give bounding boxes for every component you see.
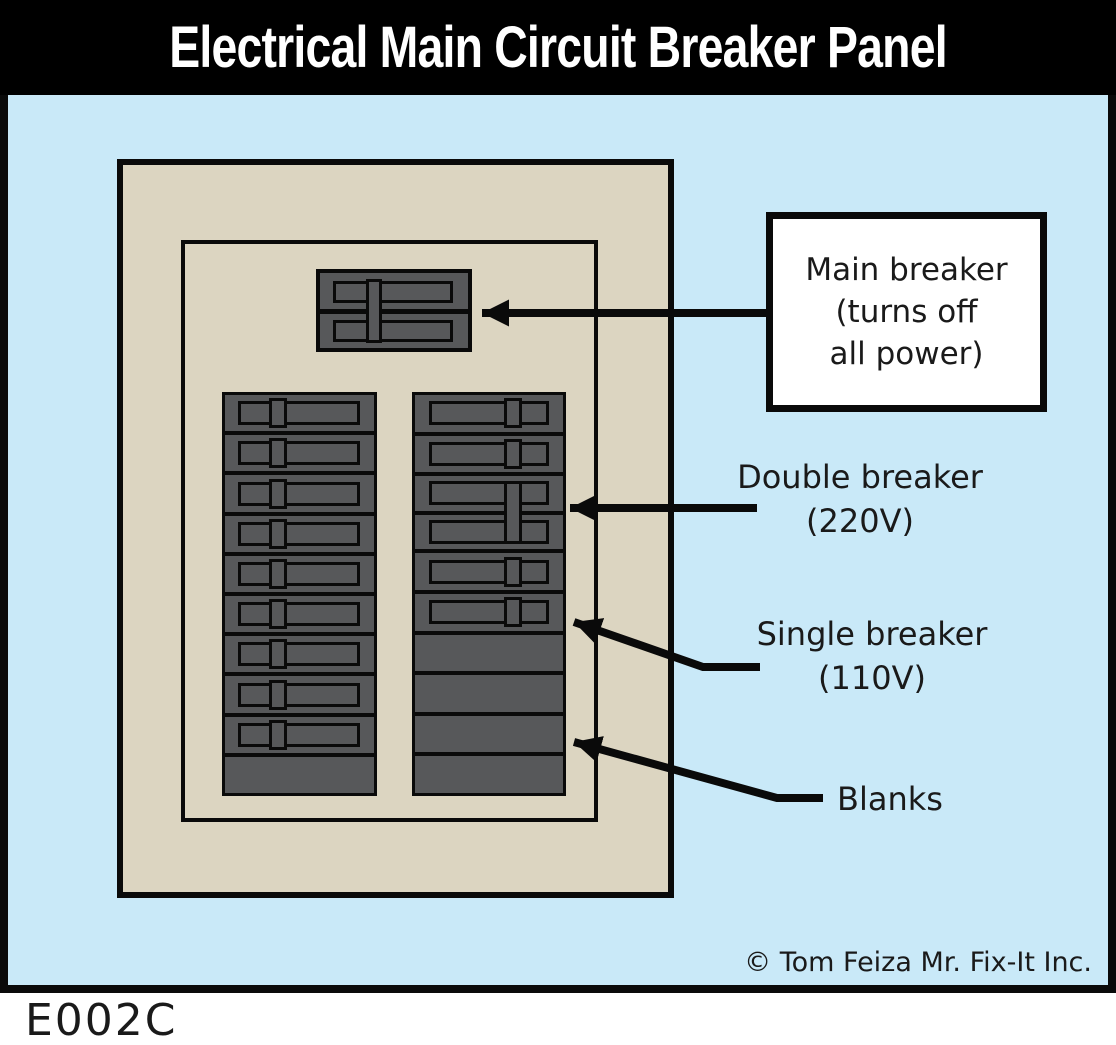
single-breaker [225,632,374,673]
breaker-column-left [222,392,377,796]
single-breaker [415,431,563,473]
footer: E002C [0,993,1116,1045]
callout-line: Single breaker [756,615,988,653]
single-breaker [415,549,563,590]
breaker-slot [238,441,360,466]
main-breaker-toggle [366,279,382,343]
single-breaker [225,592,374,633]
breaker-toggle [504,398,522,429]
breaker-slot [429,441,549,466]
breaker-slot [238,561,360,586]
breaker-toggle [504,438,522,469]
breaker-toggle [269,518,287,549]
breaker-toggle [269,719,287,750]
single-breaker [225,431,374,472]
breaker-toggle [269,398,287,429]
breaker-toggle [504,556,522,587]
callout-line: (220V) [806,502,914,540]
breaker-slot [429,559,549,584]
blank-filler [225,752,374,794]
callout-line: Main breaker [805,252,1008,288]
page-title: Electrical Main Circuit Breaker Panel [169,15,947,80]
main-breaker [316,269,472,352]
panel-cover [181,240,598,822]
double-breaker-half [415,476,563,511]
single-breaker [225,395,374,432]
single-breaker [225,471,374,512]
breaker-slot [238,401,360,426]
title-bar: Electrical Main Circuit Breaker Panel [0,0,1116,95]
callout-line: (turns off [835,294,978,330]
breaker-toggle [269,679,287,710]
breaker-toggle [269,639,287,670]
breaker-toggle [269,478,287,509]
blank-filler [415,711,563,753]
breaker-toggle [269,558,287,589]
main-breaker-slot-top [333,281,453,303]
figure-code: E002C [25,995,178,1045]
breaker-slot [429,481,549,506]
blank-filler [415,630,563,672]
double-breaker-callout: Double breaker (220V) [680,455,1040,543]
copyright-text: © Tom Feiza Mr. Fix-It Inc. [744,947,1092,978]
breaker-slot [429,401,549,426]
main-breaker-callout: Main breaker (turns off all power) [766,212,1047,412]
single-breaker [415,589,563,631]
main-breaker-divider [320,309,468,314]
breaker-slot [429,600,549,625]
diagram-canvas: Main breaker (turns off all power) Doubl… [0,95,1116,993]
blank-filler [415,752,563,793]
double-breaker-toggle [504,481,522,545]
main-breaker-slot-bottom [333,320,453,342]
breaker-slot [238,722,360,747]
single-breaker [225,712,374,753]
breaker-toggle [269,438,287,469]
breaker-slot [429,520,549,545]
breaker-slot [238,682,360,707]
callout-line: Double breaker [737,458,983,496]
double-breaker-half [415,510,563,550]
callout-line: all power) [829,336,984,372]
single-breaker-callout: Single breaker (110V) [692,612,1052,700]
double-breaker [415,472,563,550]
breaker-toggle [269,599,287,630]
breaker-slot [238,642,360,667]
breaker-slot [238,481,360,506]
callout-line: Blanks [837,780,943,818]
breaker-toggle [504,597,522,628]
breaker-slot [238,602,360,627]
single-breaker [415,395,563,432]
callout-line: (110V) [818,659,926,697]
blanks-callout: Blanks [710,777,1070,821]
single-breaker [225,511,374,552]
blank-filler [415,671,563,712]
single-breaker [225,672,374,713]
breaker-column-right [412,392,566,796]
single-breaker [225,551,374,593]
breaker-slot [238,521,360,546]
